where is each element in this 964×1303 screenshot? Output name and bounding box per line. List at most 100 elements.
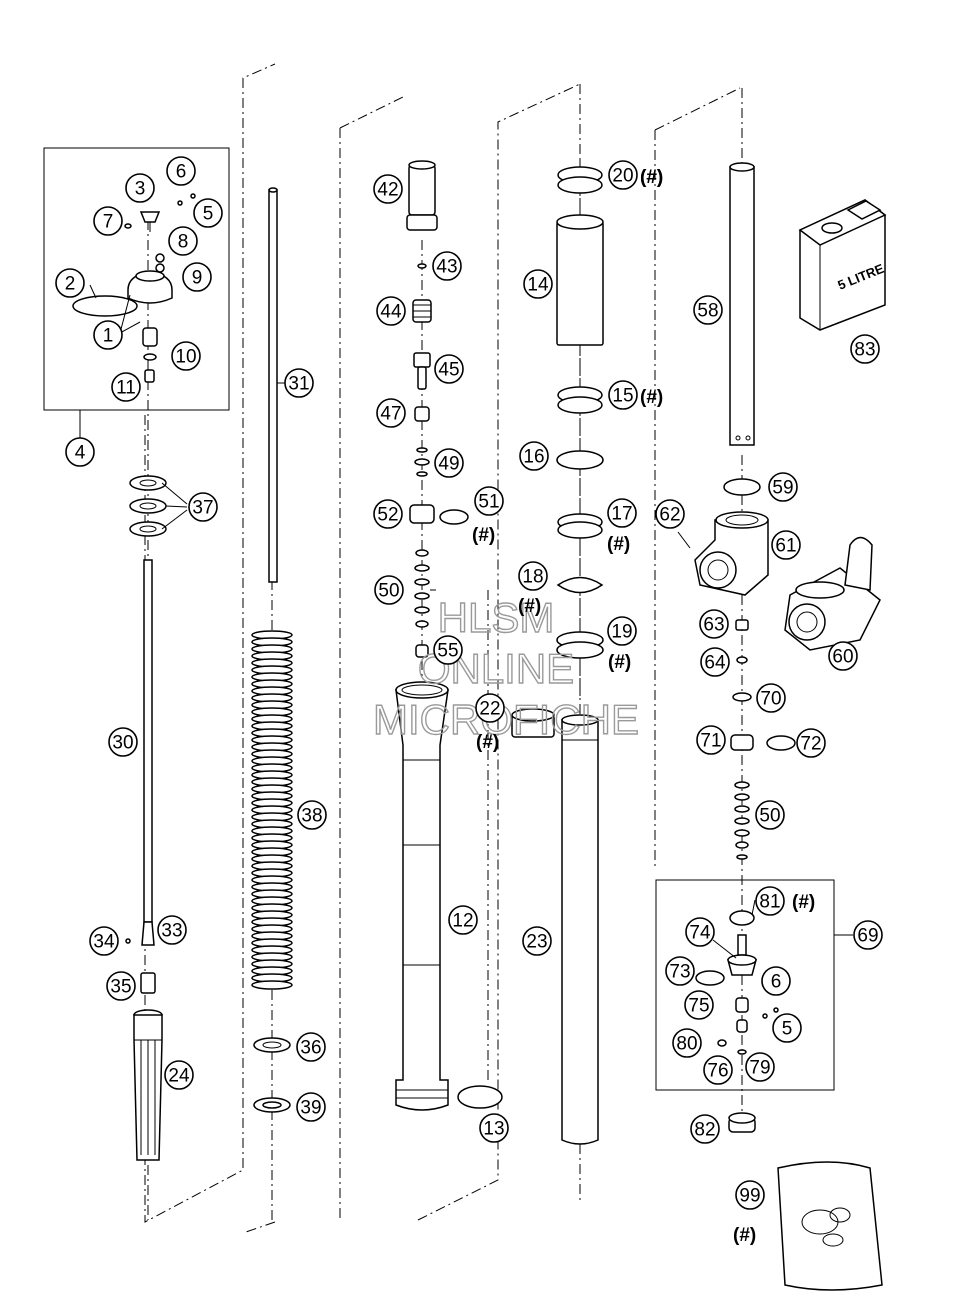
callout-31: 31 [284, 368, 314, 398]
callout-2: 2 [55, 268, 85, 298]
cap-assembly-box [43, 147, 230, 411]
preload-tube-31 [268, 187, 278, 583]
callout-label: 43 [436, 257, 457, 278]
callout-63: 63 [699, 609, 729, 639]
callout-6: 6 [166, 156, 196, 186]
callout-70: 70 [756, 683, 786, 713]
callout-label: 16 [523, 447, 544, 468]
callouts: 1234567891011373033343524313836394243444… [55, 156, 883, 1210]
spacers-36-39 [253, 1037, 291, 1113]
callout-label: 9 [192, 268, 203, 289]
callout-60: 60 [828, 641, 858, 671]
callout-43: 43 [432, 251, 462, 281]
callout-label: 4 [75, 443, 86, 464]
callout-1: 1 [93, 320, 123, 350]
callout-label: 12 [452, 911, 473, 932]
callout-label: 37 [192, 498, 213, 519]
callout-label: 6 [771, 972, 782, 993]
callout-36: 36 [296, 1032, 326, 1062]
outer-tube-12 [395, 681, 449, 1111]
o-ring-59 [723, 478, 761, 496]
callout-label: 36 [300, 1038, 321, 1059]
callout-label: 38 [301, 806, 322, 827]
callout-label: 81 [759, 892, 780, 913]
callout-label: 61 [775, 536, 796, 557]
callout-label: 17 [611, 504, 632, 525]
callout-label: 20 [612, 166, 633, 187]
callout-12: 12 [448, 905, 478, 935]
callout-8: 8 [168, 226, 198, 256]
callout-label: 83 [854, 340, 875, 361]
callout-30: 30 [108, 727, 138, 757]
watermark: HLSM ONLINE MICROFICHE [372, 593, 639, 743]
callout-7: 7 [93, 206, 123, 236]
valve-assembly-parts [695, 910, 779, 1133]
callout-label: 2 [65, 274, 76, 295]
axle-tube-58 [729, 162, 755, 446]
axle-clamp-60 [784, 536, 881, 651]
callout-72: 72 [796, 728, 826, 758]
callout-label: 44 [380, 302, 402, 323]
callout-39: 39 [296, 1092, 326, 1122]
hash-mark: (#) [640, 167, 663, 188]
callout-label: 5 [203, 204, 214, 225]
hash-mark: (#) [792, 892, 815, 913]
callout-18: 18 [518, 561, 548, 591]
hash-mark: (#) [518, 596, 541, 617]
callout-69: 69 [853, 920, 883, 950]
callout-11: 11 [111, 372, 141, 402]
callout-79: 79 [745, 1052, 775, 1082]
callout-74: 74 [685, 917, 715, 947]
washers-37 [129, 475, 167, 537]
callout-label: 52 [377, 505, 398, 526]
callout-label: 35 [110, 977, 131, 998]
callout-label: 80 [676, 1034, 697, 1055]
bushing-22 [511, 708, 555, 738]
callout-9: 9 [182, 262, 212, 292]
callout-label: 13 [483, 1119, 504, 1140]
hash-mark: (#) [733, 1225, 756, 1246]
callout-23: 23 [522, 926, 552, 956]
callout-label: 10 [175, 347, 196, 368]
callout-59: 59 [768, 472, 798, 502]
callout-label: 31 [288, 374, 309, 395]
callout-75: 75 [684, 990, 714, 1020]
callout-label: 82 [694, 1120, 715, 1141]
callout-label: 6 [176, 162, 187, 183]
callout-80: 80 [672, 1028, 702, 1058]
inner-tube-parts [556, 166, 604, 659]
callout-label: 72 [800, 734, 821, 755]
hash-mark: (#) [472, 525, 495, 546]
callout-label: 60 [832, 647, 853, 668]
callout-15: 15 [608, 380, 638, 410]
callout-label: 63 [703, 615, 724, 636]
callout-81: 81 [755, 886, 785, 916]
callout-label: 22 [479, 699, 500, 720]
hash-mark: (#) [640, 167, 663, 188]
callout-label: 7 [103, 212, 114, 233]
callout-label: 33 [161, 921, 182, 942]
parts-bag-99 [777, 1161, 883, 1291]
callout-64: 64 [700, 647, 730, 677]
callout-38: 38 [297, 800, 327, 830]
callout-label: 23 [526, 932, 547, 953]
callout-19: 19 [607, 616, 637, 646]
callout-label: 5 [782, 1019, 793, 1040]
callout-label: 55 [437, 641, 458, 662]
callout-label: 47 [380, 404, 401, 425]
callout-6: 6 [761, 966, 791, 996]
callout-33: 33 [157, 915, 187, 945]
callout-99: 99 [735, 1180, 765, 1210]
inner-tube-23 [561, 714, 599, 1145]
damper-rod [125, 559, 156, 994]
oil-canister-83: 5 LITRE [798, 199, 887, 331]
callout-label: 1 [103, 326, 114, 347]
callout-label: 62 [659, 505, 680, 526]
callout-51: 51 [474, 486, 504, 516]
callout-label: 45 [438, 360, 459, 381]
callout-3: 3 [125, 173, 155, 203]
callout-label: 18 [522, 567, 543, 588]
callout-label: 59 [772, 478, 793, 499]
callout-62: 62 [655, 499, 685, 529]
